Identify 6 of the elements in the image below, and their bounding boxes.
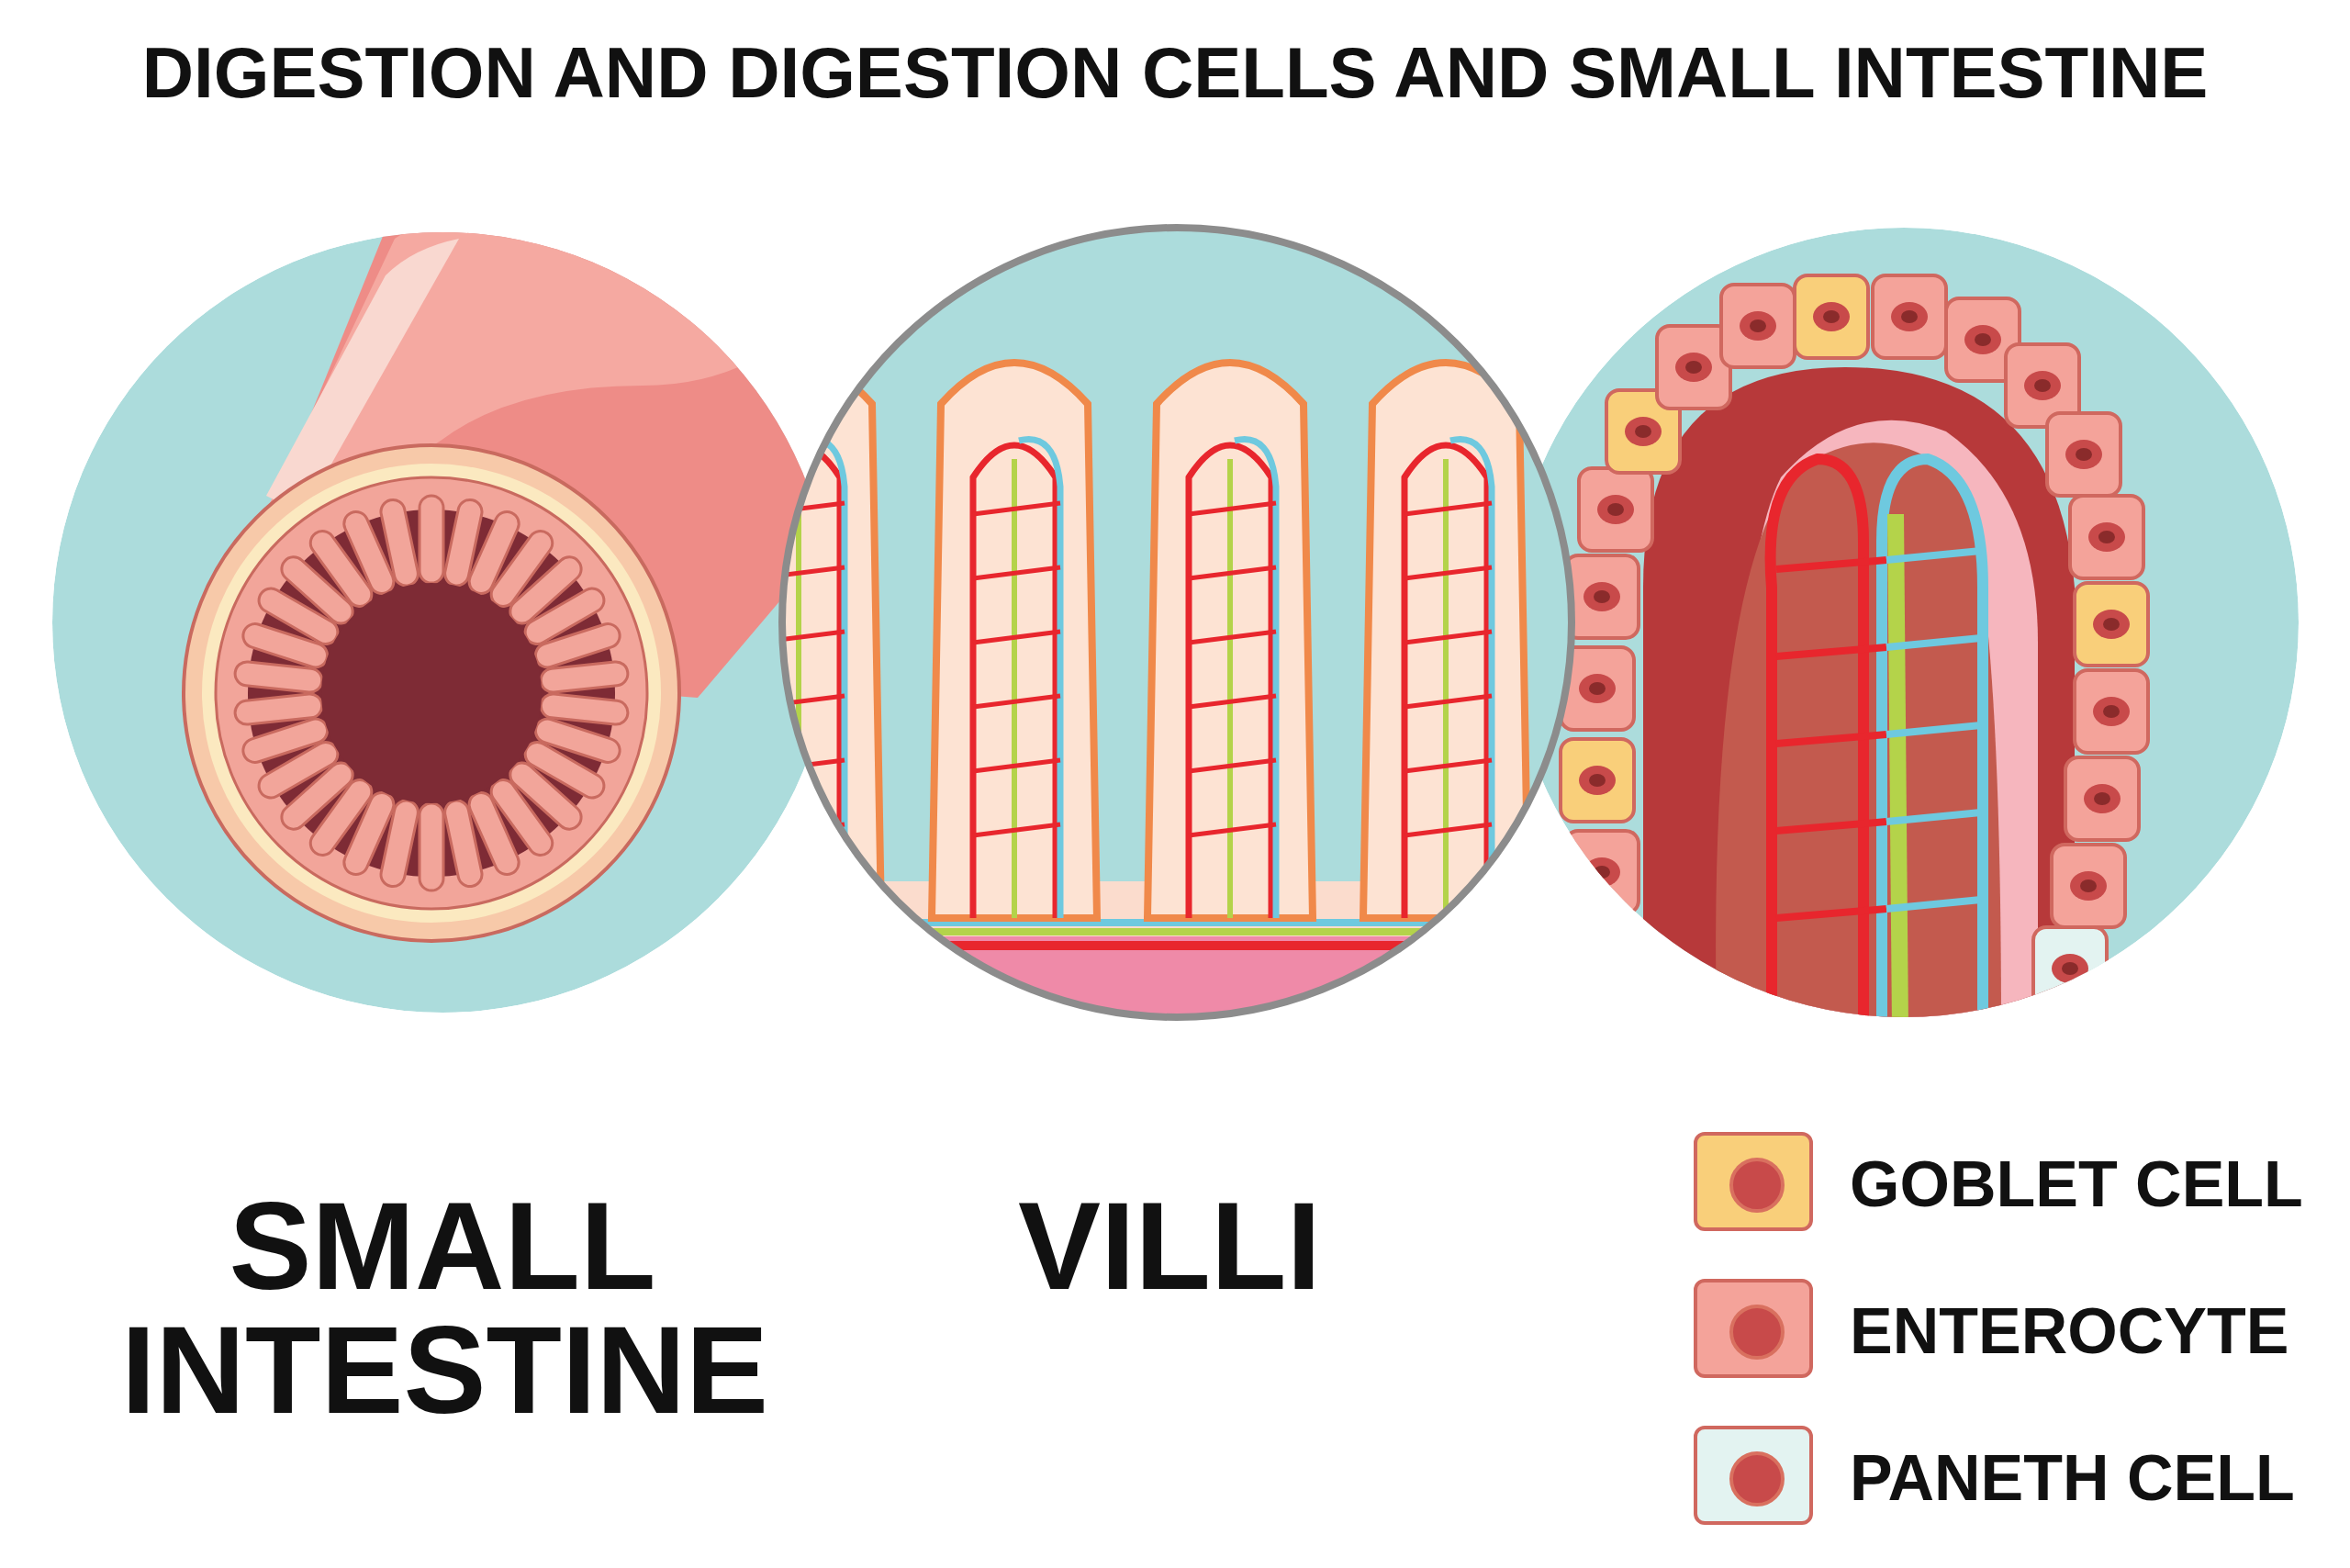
section-label: VILLI	[1017, 1184, 1322, 1308]
title-heading: DIGESTION AND DIGESTION CELLS AND SMALL INTESTINE	[140, 37, 2210, 108]
legend-label: GOBLET CELL	[1850, 1152, 2304, 1216]
section-label: SMALL INTESTINE	[121, 1184, 764, 1432]
legend-label: PANETH CELL	[1850, 1446, 2296, 1510]
legend-label: ENTEROCYTE	[1850, 1299, 2290, 1363]
